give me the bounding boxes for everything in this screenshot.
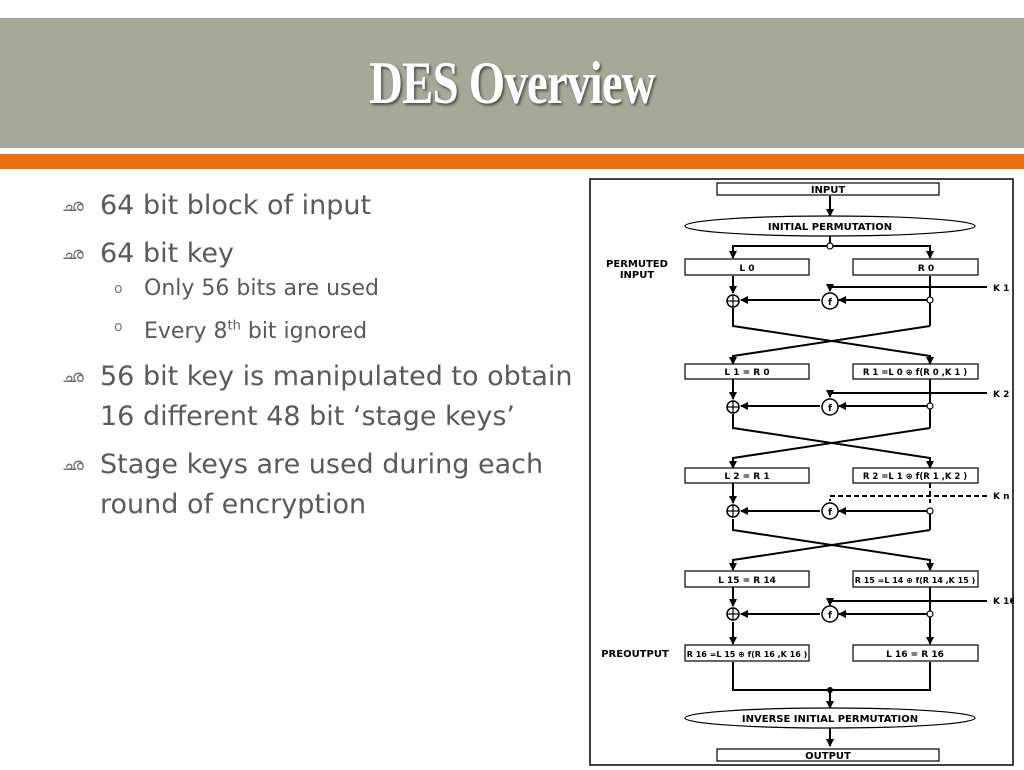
output-box	[716, 748, 940, 762]
permuted-input-label: PERMUTED	[606, 259, 668, 270]
r16-label: R 16 =L 15 ⊕ f(R 16 ,K 16 )	[687, 650, 807, 659]
sub-bullet-text: Only 56 bits are used	[144, 276, 380, 301]
sub-bullet-circle-icon: o	[114, 319, 123, 335]
input-box	[716, 182, 940, 196]
sub-bullet-item: o Every 8th bit ignored	[62, 312, 582, 347]
r1-label: R 1 =L 0 ⊕ f(R 0 ,K 1 )	[863, 368, 967, 378]
r2-box	[852, 467, 979, 484]
bullet-list: ഛ 64 bit block of input ഛ 64 bit key o O…	[62, 186, 582, 533]
r1-box	[852, 363, 979, 380]
l15-box	[684, 570, 810, 588]
sub-bullet-text-part: Every 8	[144, 319, 228, 345]
l0-box	[684, 258, 810, 276]
bullet-item: ഛ 64 bit block of input	[62, 186, 582, 226]
preoutput-label: PREOUTPUT	[601, 649, 669, 660]
f-label: f	[828, 404, 832, 414]
bullet-text: Stage keys are used during each round of…	[100, 449, 544, 521]
l15-label: L 15 = R 14	[718, 576, 776, 586]
f-label: f	[828, 298, 832, 308]
bullet-item: ഛ Stage keys are used during each round …	[62, 445, 582, 525]
sub-bullet-circle-icon: o	[114, 281, 123, 297]
r0-label: R 0	[918, 264, 934, 274]
bullet-item: ഛ 56 bit key is manipulated to obtain 16…	[62, 357, 582, 437]
r2-label: R 2 =L 1 ⊕ f(R 1 ,K 2 )	[863, 472, 967, 482]
bullet-glyph-icon: ഛ	[62, 196, 84, 216]
l16-box	[852, 644, 979, 662]
kn-label: K n	[993, 492, 1010, 502]
initial-permutation-label: INITIAL PERMUTATION	[768, 222, 892, 233]
bullet-glyph-icon: ഛ	[62, 244, 84, 264]
inverse-permutation-ellipse	[684, 707, 976, 729]
initial-permutation-ellipse	[684, 215, 976, 237]
f-node-icon	[821, 292, 839, 310]
bullet-glyph-icon: ഛ	[62, 455, 84, 476]
k16-label: K 16	[993, 597, 1014, 607]
f-node-icon	[821, 605, 839, 623]
bullet-text: 56 bit key is manipulated to obtain 16 d…	[100, 361, 573, 433]
sub-bullet-text-part: bit ignored	[240, 319, 368, 345]
r16-box	[684, 644, 810, 662]
title-band	[0, 18, 1024, 148]
f-node-icon	[821, 502, 839, 520]
r15-box	[852, 570, 979, 588]
f-label: f	[828, 508, 832, 518]
l1-box	[684, 363, 810, 380]
l0-label: L 0	[739, 264, 754, 274]
bullet-text: 64 bit key	[100, 238, 235, 269]
output-label: OUTPUT	[805, 751, 851, 762]
k2-label: K 2	[993, 390, 1009, 400]
bullet-item: ഛ 64 bit key	[62, 234, 582, 274]
des-diagram: INPUT INITIAL PERMUTATION PERMUTED INPUT…	[589, 178, 1016, 766]
l2-box	[684, 467, 810, 484]
des-diagram-svg: INPUT INITIAL PERMUTATION PERMUTED INPUT…	[589, 178, 1016, 766]
r15-label: R 15 =L 14 ⊕ f(R 14 ,K 15 )	[855, 576, 975, 585]
f-label: f	[828, 611, 832, 621]
l1-label: L 1 = R 0	[724, 368, 769, 378]
accent-line	[0, 154, 1024, 169]
input-label: INPUT	[811, 185, 846, 196]
k1-label: K 1	[993, 284, 1009, 294]
bullet-text: 64 bit block of input	[100, 190, 372, 221]
r0-box	[852, 258, 979, 276]
superscript: th	[227, 319, 241, 334]
permuted-input-label-2: INPUT	[620, 270, 655, 281]
slide-title: DES Overview	[369, 49, 655, 116]
l2-label: L 2 = R 1	[724, 472, 769, 482]
sub-bullet-text: Every 8th bit ignored	[144, 319, 367, 344]
f-node-icon	[821, 398, 839, 416]
inverse-permutation-label: INVERSE INITIAL PERMUTATION	[742, 714, 918, 725]
bullet-glyph-icon: ഛ	[62, 367, 84, 388]
l16-label: L 16 = R 16	[886, 650, 944, 660]
sub-bullet-item: o Only 56 bits are used	[62, 274, 582, 304]
